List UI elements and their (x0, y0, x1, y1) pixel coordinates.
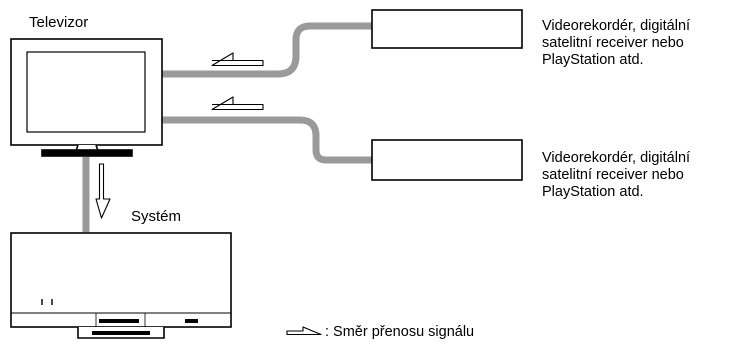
arrow-left-icon (211, 52, 264, 67)
tv-screen (26, 51, 146, 133)
cable-device-1 (162, 22, 372, 78)
legend-text: : Směr přenosu signálu (325, 324, 475, 340)
arrow-down-icon (95, 163, 111, 219)
device-label-1: Videorekordér, digitální satelitní recei… (542, 18, 691, 68)
system-label: Systém (131, 208, 182, 225)
system-body (10, 232, 232, 328)
device-box-2 (371, 139, 523, 181)
system-knob (185, 319, 198, 323)
device-box-1 (371, 9, 523, 49)
cable-device-2 (162, 116, 372, 164)
system-display (99, 319, 139, 323)
cables (82, 22, 372, 232)
system-unit (10, 232, 232, 339)
device-label-2: Videorekordér, digitální satelitní recei… (542, 150, 691, 200)
tv-label: Televizor (29, 14, 89, 31)
tv-stand-base (41, 149, 133, 157)
tv (10, 38, 163, 157)
legend-arrow-icon (286, 326, 322, 336)
arrow-left-icon (211, 96, 264, 111)
signal-arrows (95, 52, 264, 219)
